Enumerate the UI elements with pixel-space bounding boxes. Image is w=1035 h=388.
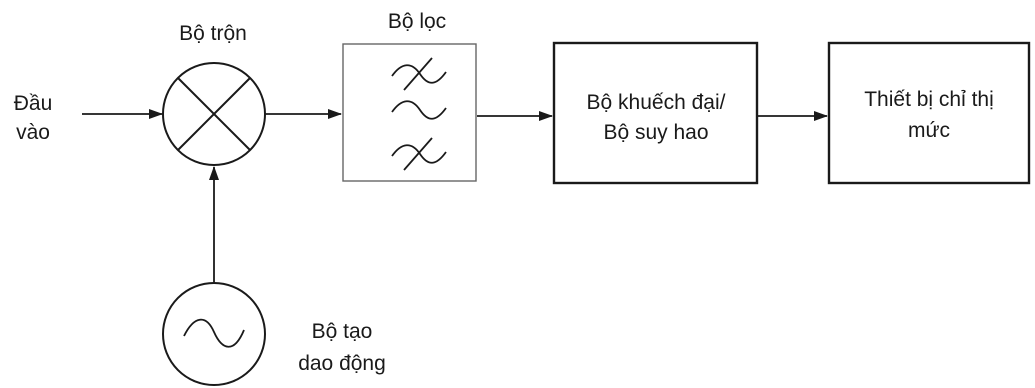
- indicator-label-line1: Thiết bị chỉ thị: [864, 88, 994, 111]
- filter-bandpass-icon: [391, 100, 447, 120]
- oscillator-label-line1: Bộ tạo: [312, 320, 373, 343]
- input-label-line2: vào: [16, 121, 50, 144]
- oscillator-label-line2: dao động: [298, 352, 386, 375]
- amplifier-label-line1: Bộ khuếch đại/: [587, 91, 726, 114]
- amplifier-label-line2: Bộ suy hao: [603, 121, 708, 144]
- filter-label: Bộ lọc: [388, 10, 446, 33]
- amplifier-block: [552, 41, 759, 185]
- mixer-symbol: [162, 62, 266, 166]
- indicator-label-line2: mức: [908, 119, 950, 142]
- mixer-label: Bộ trộn: [179, 22, 247, 45]
- filter-lowpass-icon: [391, 137, 447, 171]
- filter-block: [342, 43, 477, 182]
- indicator-block: [827, 41, 1031, 185]
- filter-highpass-icon: [391, 57, 447, 91]
- input-label-line1: Đầu: [14, 92, 53, 115]
- oscillator-symbol: [162, 282, 266, 386]
